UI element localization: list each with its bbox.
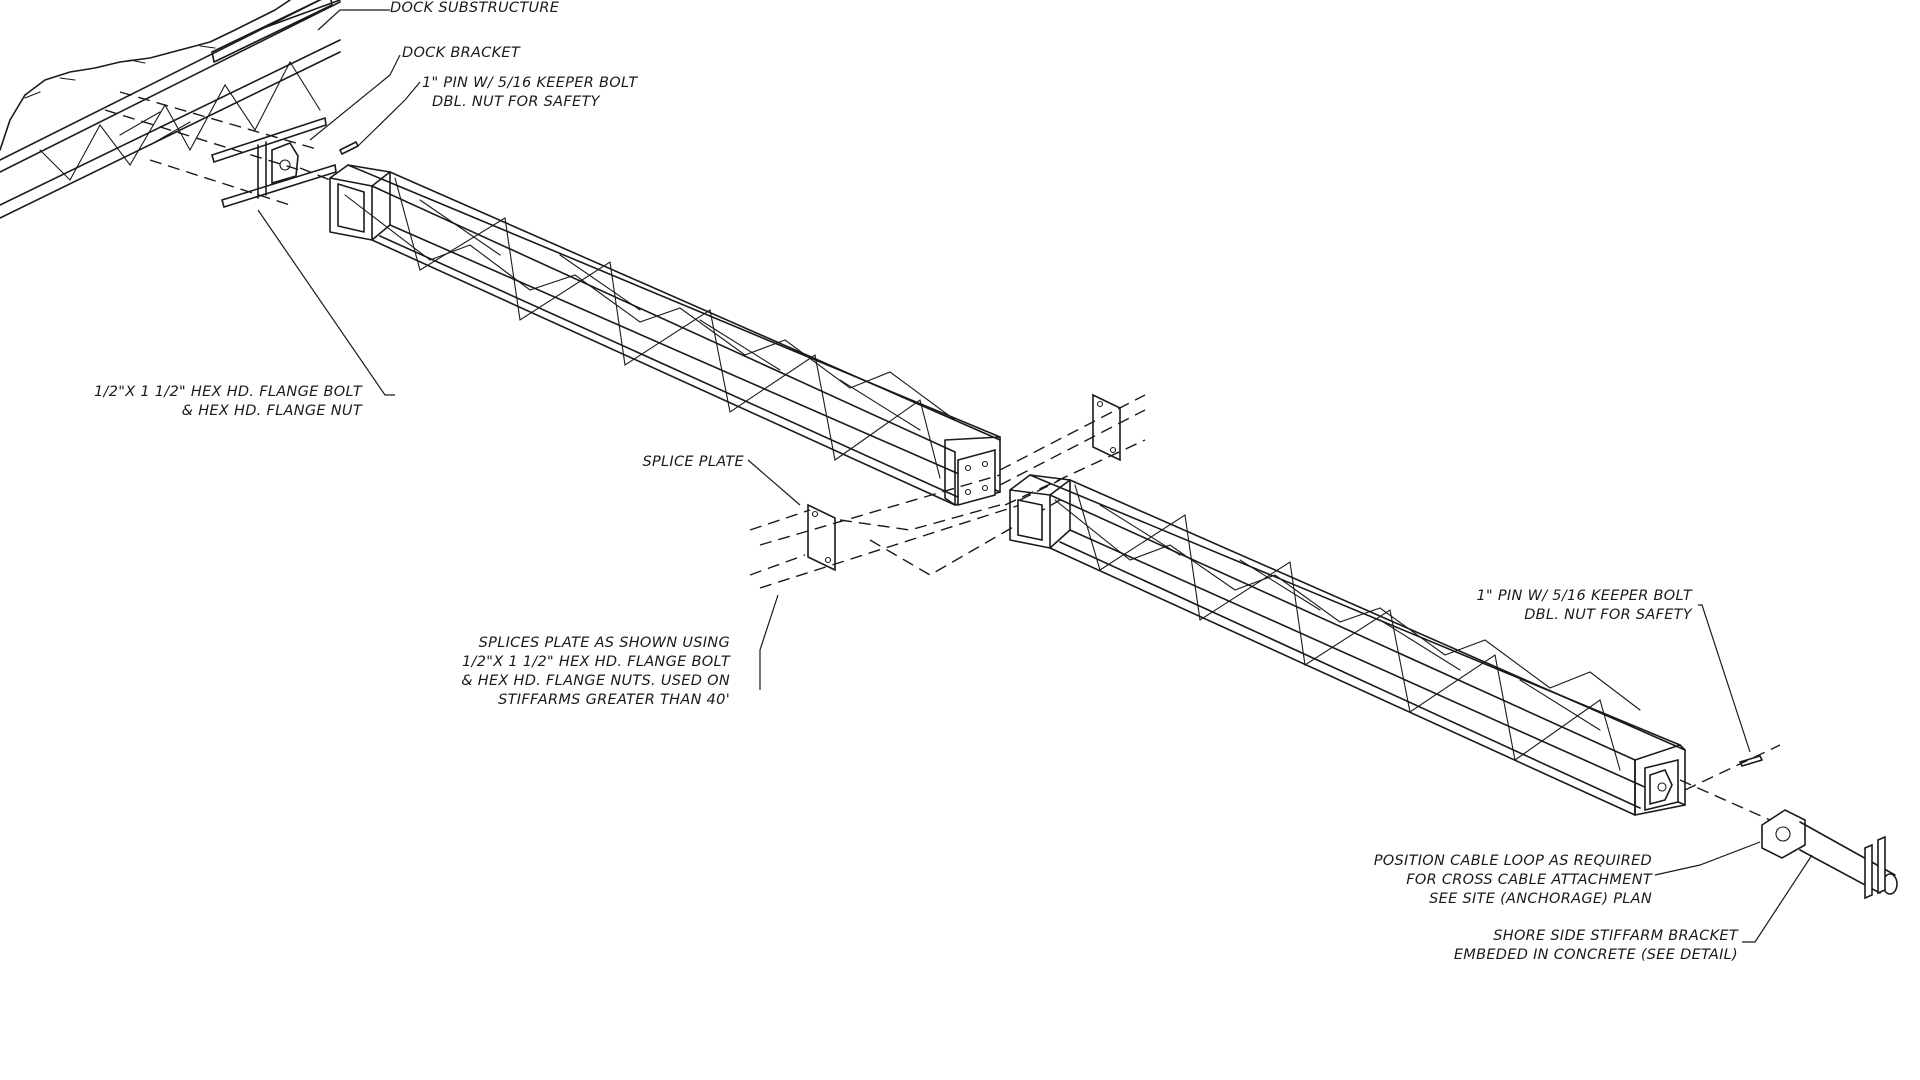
dock-substructure xyxy=(0,0,341,219)
label-cable-line2: FOR CROSS CABLE ATTACHMENT xyxy=(1406,872,1653,888)
label-flange-bolt-line2: & HEX HD. FLANGE NUT xyxy=(182,403,363,419)
splice-plate-bottom xyxy=(749,474,1061,589)
dock-bracket xyxy=(104,91,359,209)
label-shore-line1: SHORE SIDE STIFFARM BRACKET xyxy=(1493,928,1739,944)
stiffarm-truss-section-right xyxy=(1009,474,1686,816)
label-pin-right-line2: DBL. NUT FOR SAFETY xyxy=(1524,607,1693,623)
label-pin-top-line2: DBL. NUT FOR SAFETY xyxy=(432,94,601,110)
annotation-labels: DOCK SUBSTRUCTURE DOCK BRACKET 1" PIN W/… xyxy=(94,0,1739,963)
label-cable-line1: POSITION CABLE LOOP AS REQUIRED xyxy=(1374,853,1652,869)
label-splices-line1: SPLICES PLATE AS SHOWN USING xyxy=(479,635,730,651)
label-splice-plate: SPLICE PLATE xyxy=(642,454,744,470)
label-splices-line3: & HEX HD. FLANGE NUTS. USED ON xyxy=(461,673,730,689)
shore-side-stiffarm-bracket xyxy=(1679,779,1898,900)
label-splices-line4: STIFFARMS GREATER THAN 40' xyxy=(498,692,730,708)
stiffarm-truss-section-left xyxy=(329,164,1001,507)
label-dock-bracket: DOCK BRACKET xyxy=(402,45,521,61)
keeper-pin-right xyxy=(1684,744,1781,791)
label-pin-top-line1: 1" PIN W/ 5/16 KEEPER BOLT xyxy=(422,75,638,91)
leader-lines xyxy=(257,9,1813,943)
label-dock-substructure: DOCK SUBSTRUCTURE xyxy=(390,0,560,16)
label-cable-line3: SEE SITE (ANCHORAGE) PLAN xyxy=(1429,891,1652,907)
label-shore-line2: EMBEDED IN CONCRETE (SEE DETAIL) xyxy=(1454,947,1738,963)
label-flange-bolt-line1: 1/2"X 1 1/2" HEX HD. FLANGE BOLT xyxy=(94,384,363,400)
label-splices-line2: 1/2"X 1 1/2" HEX HD. FLANGE BOLT xyxy=(462,654,731,670)
splice-plate-top xyxy=(999,393,1146,506)
label-pin-right-line1: 1" PIN W/ 5/16 KEEPER BOLT xyxy=(1476,588,1692,604)
